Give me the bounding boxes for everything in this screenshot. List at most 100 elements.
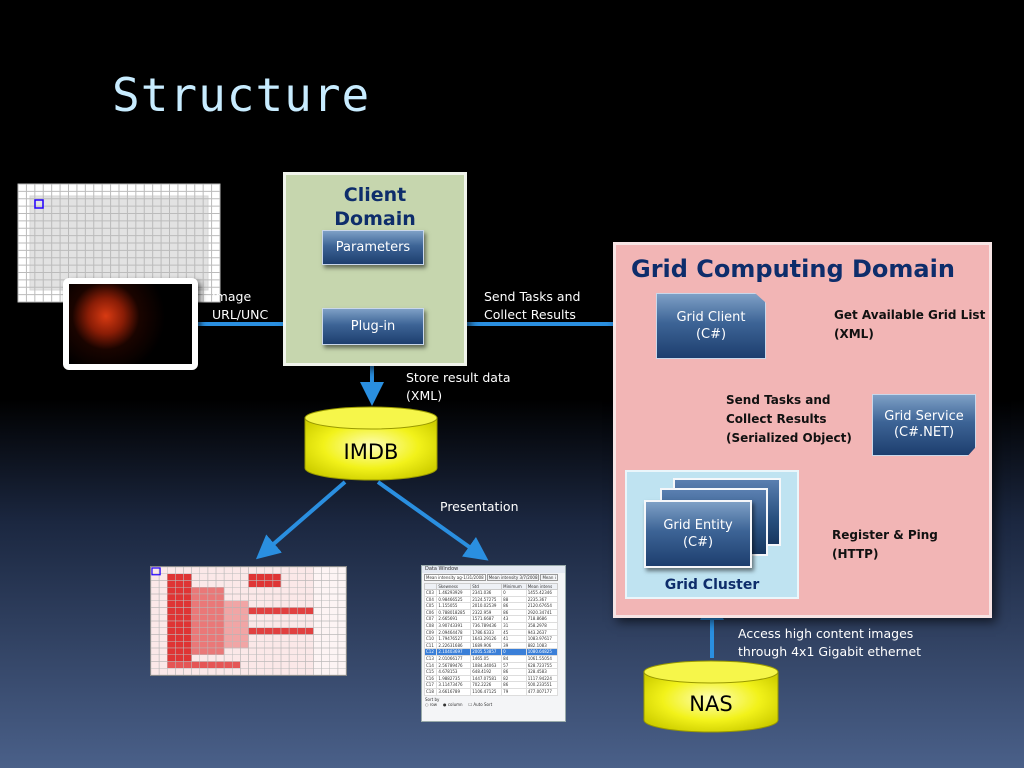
data-window-cell: C18 — [423, 687, 438, 696]
sort-column-radio[interactable]: ● column — [443, 701, 463, 707]
data-window-cell: 702.2226 — [470, 681, 503, 689]
data-window-cell: 1447.07581 — [470, 674, 503, 683]
heatmap-cell — [272, 654, 282, 662]
heatmap-cell — [207, 668, 217, 675]
heatmap-cell — [337, 641, 346, 649]
heatmap-selected-cell — [151, 567, 161, 576]
heatmap-cell — [280, 641, 290, 649]
heatmap-cell — [207, 573, 217, 581]
data-window-cell: 943.2637 — [525, 628, 559, 637]
data-window-column-header[interactable] — [423, 583, 438, 590]
heatmap-cell — [151, 627, 160, 635]
heatmap-cell — [183, 593, 192, 601]
data-window-column-header[interactable]: Mean intens — [525, 583, 559, 590]
heatmap-cell — [199, 587, 209, 595]
heatmap-cell — [264, 593, 274, 601]
heatmap-cell — [280, 587, 290, 595]
data-window-cell: 718.8686 — [525, 615, 559, 623]
heatmap-cell — [232, 641, 241, 649]
heatmap-cell — [337, 580, 346, 588]
heatmap-cell — [288, 607, 298, 615]
heatmap-cell — [305, 580, 314, 588]
heatmap-cell — [321, 600, 330, 608]
data-window-tab[interactable]: Mean intensity 3/7/2008 — [486, 574, 540, 581]
heatmap-cell — [321, 607, 330, 615]
auto-sort-checkbox[interactable]: ☐ Auto Sort — [468, 701, 493, 707]
heatmap-cell — [207, 614, 217, 622]
heatmap-cell — [305, 661, 314, 669]
data-window-cell: 2.01066177 — [436, 654, 472, 663]
heatmap-cell — [167, 627, 176, 635]
heatmap-cell — [175, 620, 184, 628]
heatmap-cell — [223, 627, 233, 635]
heatmap-cell — [248, 661, 257, 669]
data-window-cell: 358.2978 — [525, 621, 559, 630]
heatmap-thumbnail — [150, 566, 347, 676]
heatmap-cell — [272, 587, 282, 595]
heatmap-cell — [280, 654, 290, 662]
heatmap-cell — [329, 654, 339, 662]
data-window-column-header[interactable]: Std — [470, 583, 503, 590]
heatmap-cell — [151, 600, 160, 608]
heatmap-cell — [183, 607, 192, 615]
sort-row-radio[interactable]: ○ row — [425, 701, 438, 707]
heatmap-cell — [248, 573, 257, 581]
heatmap-cell — [232, 654, 241, 662]
data-window-tab[interactable]: Mean i — [540, 574, 558, 581]
heatmap-cell — [248, 647, 257, 655]
data-window-cell: C07 — [423, 615, 438, 623]
heatmap-cell — [248, 567, 257, 574]
data-window-cell: 2322.959 — [470, 608, 503, 617]
heatmap-cell — [167, 587, 176, 595]
heatmap-cell — [297, 661, 306, 669]
heatmap-cell — [183, 600, 192, 608]
heatmap-cell — [232, 627, 241, 635]
heatmap-cell — [272, 647, 282, 655]
heatmap-cell — [313, 647, 322, 655]
heatmap-cell — [167, 614, 176, 622]
heatmap-cell — [297, 607, 306, 615]
heatmap-cell — [280, 567, 290, 574]
heatmap-cell — [240, 580, 249, 588]
heatmap-cell — [280, 634, 290, 642]
heatmap-cell — [191, 620, 200, 628]
data-window-tabs: Mean intensity ag-1/31/2008 Mean intensi… — [422, 573, 565, 582]
heatmap-cell — [280, 607, 290, 615]
heatmap-cell — [158, 614, 168, 622]
heatmap-cell — [167, 634, 176, 642]
heatmap-cell — [183, 641, 192, 649]
heatmap-cell — [199, 567, 209, 574]
data-window-cell: 736.789436 — [470, 621, 503, 630]
data-window-tab[interactable]: Mean intensity ag-1/31/2008 — [424, 574, 486, 581]
heatmap-cell — [329, 593, 339, 601]
heatmap-cell — [280, 627, 290, 635]
heatmap-cell — [215, 587, 225, 595]
heatmap-cell — [183, 627, 192, 635]
heatmap-cell — [256, 600, 265, 608]
heatmap-cell — [151, 654, 160, 662]
heatmap-cell — [223, 600, 233, 608]
heatmap-cell — [305, 634, 314, 642]
heatmap-cell — [232, 580, 241, 588]
data-window-cell: 45 — [501, 628, 527, 637]
data-window-cell: 41 — [501, 635, 527, 643]
heatmap-cell — [280, 580, 290, 588]
heatmap-cell — [183, 573, 192, 581]
